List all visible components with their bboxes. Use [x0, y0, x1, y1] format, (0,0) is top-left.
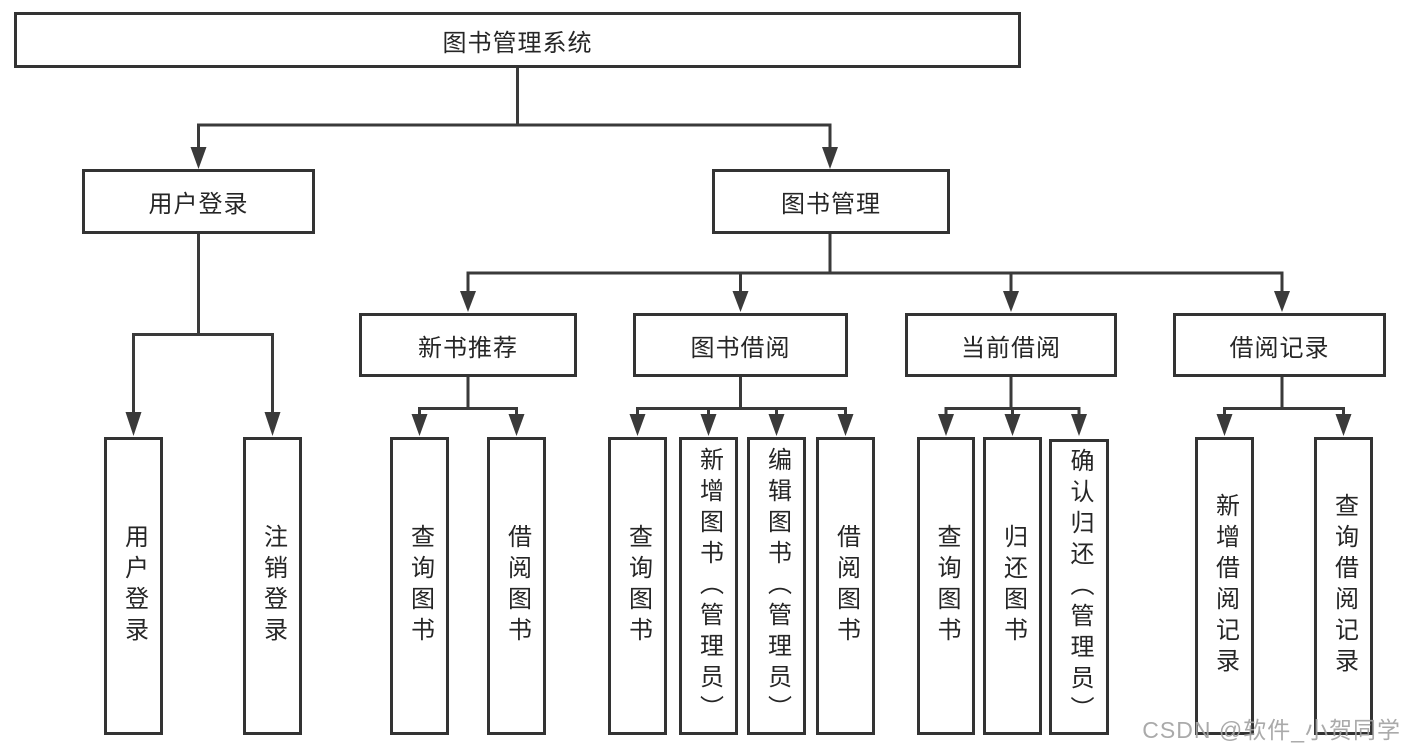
leaf-add-borrow-record-label: 新增借阅记录 [1211, 493, 1239, 679]
node-book-mgmt: 图书管理 [712, 169, 950, 234]
branch-book-mgmt [460, 233, 1290, 312]
leaf-user-login-label: 用户登录 [120, 524, 148, 648]
leaf-newbook-query-books-label: 查询图书 [406, 524, 434, 648]
leaf-edit-books-admin: 编辑图书（管理员） [747, 437, 806, 735]
leaf-return-books-label: 归还图书 [999, 524, 1027, 648]
leaf-add-books-admin-label: 新增图书（管理员） [695, 446, 723, 726]
leaf-query-borrow-record-label: 查询借阅记录 [1330, 493, 1358, 679]
node-current-borrow-label: 当前借阅 [961, 334, 1061, 362]
leaf-logout: 注销登录 [243, 437, 302, 735]
branch-borrow [629, 376, 854, 436]
branch-current [938, 376, 1087, 436]
leaf-edit-books-admin-label: 编辑图书（管理员） [763, 446, 791, 726]
node-user-login: 用户登录 [82, 169, 315, 234]
leaf-logout-label: 注销登录 [259, 524, 287, 648]
node-book-borrow-label: 图书借阅 [690, 334, 791, 362]
leaf-borrow-query-books-label: 查询图书 [624, 524, 652, 648]
branch-user-login [125, 233, 281, 436]
leaf-borrow-borrow-books: 借阅图书 [816, 437, 875, 735]
leaf-current-query-books: 查询图书 [917, 437, 975, 735]
leaf-query-borrow-record: 查询借阅记录 [1314, 437, 1373, 735]
node-book-borrow: 图书借阅 [633, 313, 848, 377]
leaf-return-books: 归还图书 [983, 437, 1042, 735]
node-root-label: 图书管理系统 [442, 29, 593, 57]
node-book-mgmt-label: 图书管理 [781, 191, 881, 218]
branch-records [1216, 376, 1352, 436]
node-borrow-records-label: 借阅记录 [1229, 334, 1330, 362]
node-new-book-rec: 新书推荐 [359, 313, 577, 377]
node-current-borrow: 当前借阅 [905, 313, 1117, 377]
leaf-confirm-return-admin: 确认归还（管理员） [1049, 439, 1109, 735]
leaf-borrow-borrow-books-label: 借阅图书 [832, 524, 860, 648]
branch-root [190, 68, 838, 169]
leaf-confirm-return-admin-label: 确认归还（管理员） [1066, 447, 1093, 727]
leaf-add-books-admin: 新增图书（管理员） [679, 437, 738, 735]
leaf-add-borrow-record: 新增借阅记录 [1195, 437, 1254, 735]
node-borrow-records: 借阅记录 [1173, 313, 1386, 377]
node-user-login-label: 用户登录 [148, 191, 249, 218]
leaf-newbook-query-books: 查询图书 [390, 437, 449, 735]
leaf-newbook-borrow-books-label: 借阅图书 [503, 524, 531, 648]
leaf-current-query-books-label: 查询图书 [933, 524, 960, 648]
leaf-borrow-query-books: 查询图书 [608, 437, 667, 735]
leaf-newbook-borrow-books: 借阅图书 [487, 437, 546, 735]
leaf-user-login: 用户登录 [104, 437, 163, 735]
node-root: 图书管理系统 [14, 12, 1021, 68]
csdn-watermark: CSDN @软件_小贺同学 [1142, 717, 1401, 743]
branch-new-book [411, 376, 525, 436]
node-new-book-rec-label: 新书推荐 [418, 334, 518, 362]
